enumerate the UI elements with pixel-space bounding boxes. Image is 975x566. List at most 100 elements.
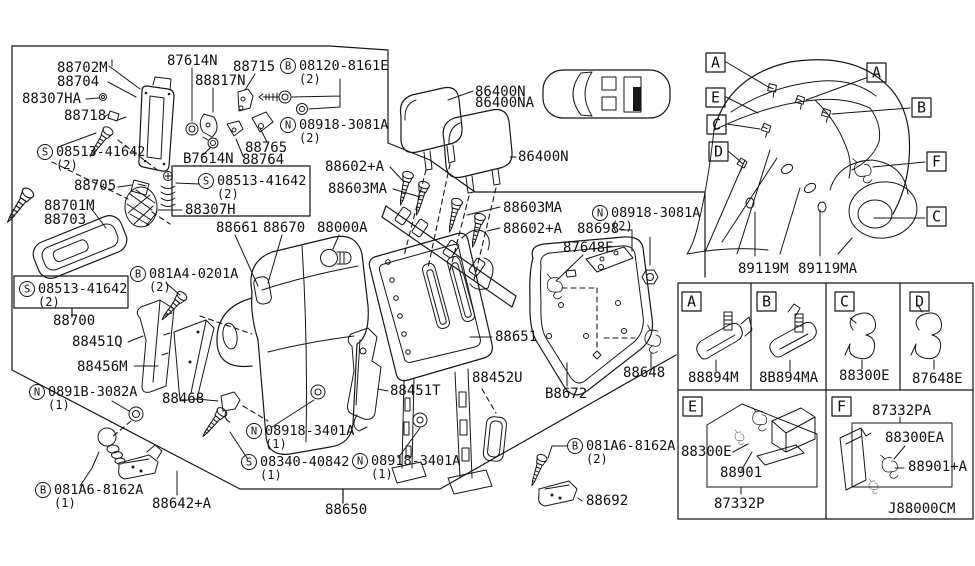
part-label-86400n[interactable]: 86400N xyxy=(475,84,526,100)
callout-letter: A xyxy=(711,54,720,72)
part-label-88651[interactable]: 88651 xyxy=(495,329,537,345)
screw-88307HA xyxy=(99,93,107,101)
callout-box-e-12[interactable]: E xyxy=(682,396,703,417)
callout-box-c-7[interactable]: C xyxy=(926,206,947,227)
part-label-88000a[interactable]: 88000A xyxy=(317,220,368,236)
bracket-88456M xyxy=(173,319,215,402)
callout-box-c-2[interactable]: C xyxy=(706,114,727,135)
part-label-88603ma[interactable]: 88603MA xyxy=(503,200,563,216)
part-label-87614n[interactable]: 87614N xyxy=(167,53,218,69)
part-label-88692[interactable]: 88692 xyxy=(586,493,628,509)
part-label-89119m[interactable]: 89119M xyxy=(738,261,789,277)
part-label-88705[interactable]: 88705 xyxy=(74,178,116,194)
foot-88692 xyxy=(538,480,578,507)
callout-box-b-5[interactable]: B xyxy=(911,97,932,118)
part-label-88307h[interactable]: 88307H xyxy=(185,202,236,218)
part-label-89119ma[interactable]: 89119MA xyxy=(798,261,858,277)
part-label-88715[interactable]: 88715 xyxy=(233,59,275,75)
callout-square xyxy=(682,396,703,417)
part-label-88701m[interactable]: 88701M xyxy=(44,198,95,214)
part-label-88718[interactable]: 88718 xyxy=(64,108,106,124)
part-label-88661[interactable]: 88661 xyxy=(216,220,258,236)
armrest-assembly-art xyxy=(1,65,200,279)
callout-square xyxy=(866,62,887,83)
part-label-88764[interactable]: 88764 xyxy=(242,152,284,168)
part-label-88700[interactable]: 88700 xyxy=(53,313,95,329)
part-label-b8672[interactable]: B8672 xyxy=(545,386,587,402)
callout-box-e-1[interactable]: E xyxy=(705,87,726,108)
part-label-87332pa[interactable]: 87332PA xyxy=(872,403,932,419)
leg-left xyxy=(401,377,415,469)
callout-letter: F xyxy=(837,398,846,416)
callout-box-d-11[interactable]: D xyxy=(909,291,930,312)
part-label-88451q[interactable]: 88451Q xyxy=(72,334,123,350)
part-label-87332p[interactable]: 87332P xyxy=(714,496,765,512)
callout-square xyxy=(705,52,726,73)
part-label-88698[interactable]: 88698 xyxy=(577,221,619,237)
fastener-prefix-circle xyxy=(35,482,51,498)
part-label-88307ha[interactable]: 88307HA xyxy=(22,91,82,107)
part-label-88456m[interactable]: 88456M xyxy=(77,359,128,375)
part-label-86400n[interactable]: 86400N xyxy=(518,149,569,165)
part-label-88452u[interactable]: 88452U xyxy=(472,370,523,386)
callout-box-f-6[interactable]: F xyxy=(926,151,947,172)
callout-box-a-0[interactable]: A xyxy=(705,52,726,73)
fastener-quantity: (2) xyxy=(299,131,321,145)
part-label-88670[interactable]: 88670 xyxy=(263,220,305,236)
part-label-88300e[interactable]: 88300E xyxy=(839,368,890,384)
part-label-88650[interactable]: 88650 xyxy=(325,502,367,518)
headrest-86400N-left xyxy=(399,86,463,154)
callout-box-f-13[interactable]: F xyxy=(831,396,852,417)
part-label-88300ea[interactable]: 88300EA xyxy=(885,430,945,446)
part-label-8b894ma[interactable]: 8B894MA xyxy=(759,370,819,386)
part-label-88468[interactable]: 88468 xyxy=(162,391,204,407)
callout-box-a-8[interactable]: A xyxy=(681,291,702,312)
part-label-88702m[interactable]: 88702M xyxy=(57,60,108,76)
fastener-prefix-letter: B xyxy=(40,485,46,497)
part-label-88602plusa[interactable]: 88602+A xyxy=(325,159,385,175)
part-label-88603ma[interactable]: 88603MA xyxy=(328,181,388,197)
part-label-88894m[interactable]: 88894M xyxy=(688,370,739,386)
part-label-88901[interactable]: 88901 xyxy=(720,465,762,481)
fastener-part-number: 08918-3401A xyxy=(371,453,460,469)
part-label-88901plusa[interactable]: 88901+A xyxy=(908,459,968,475)
part-label-88648[interactable]: 88648 xyxy=(623,365,665,381)
part-label-86400na[interactable]: 86400NA xyxy=(475,95,535,111)
fastener-quantity: (2) xyxy=(611,219,633,233)
part-label-88817n[interactable]: 88817N xyxy=(195,73,246,89)
part-label-88602plusa[interactable]: 88602+A xyxy=(503,221,563,237)
fastener-prefix-letter: S xyxy=(24,284,30,296)
callout-box-c-10[interactable]: C xyxy=(834,291,855,312)
part-label-88765[interactable]: 88765 xyxy=(245,140,287,156)
fastener-quantity: (2) xyxy=(586,452,608,466)
part-label-b7614n[interactable]: B7614N xyxy=(183,151,234,167)
part-label-88300e[interactable]: 88300E xyxy=(681,444,732,460)
front-seat-right xyxy=(601,96,617,111)
hinge-small-parts-art xyxy=(185,67,341,157)
part-label-88451t[interactable]: 88451T xyxy=(390,383,441,399)
callout-square xyxy=(926,206,947,227)
part-label-87648e[interactable]: 87648E xyxy=(563,240,614,256)
front-seat-left xyxy=(601,76,617,91)
part-label-88703[interactable]: 88703 xyxy=(44,212,86,228)
callout-box-b-9[interactable]: B xyxy=(756,291,777,312)
part-label-88642plusa[interactable]: 88642+A xyxy=(152,496,212,512)
callout-square xyxy=(926,151,947,172)
part-label-88704[interactable]: 88704 xyxy=(57,74,99,90)
part-label-87648e[interactable]: 87648E xyxy=(912,371,963,387)
callout-box-a-4[interactable]: A xyxy=(866,62,887,83)
callout-box-d-3[interactable]: D xyxy=(708,141,729,162)
